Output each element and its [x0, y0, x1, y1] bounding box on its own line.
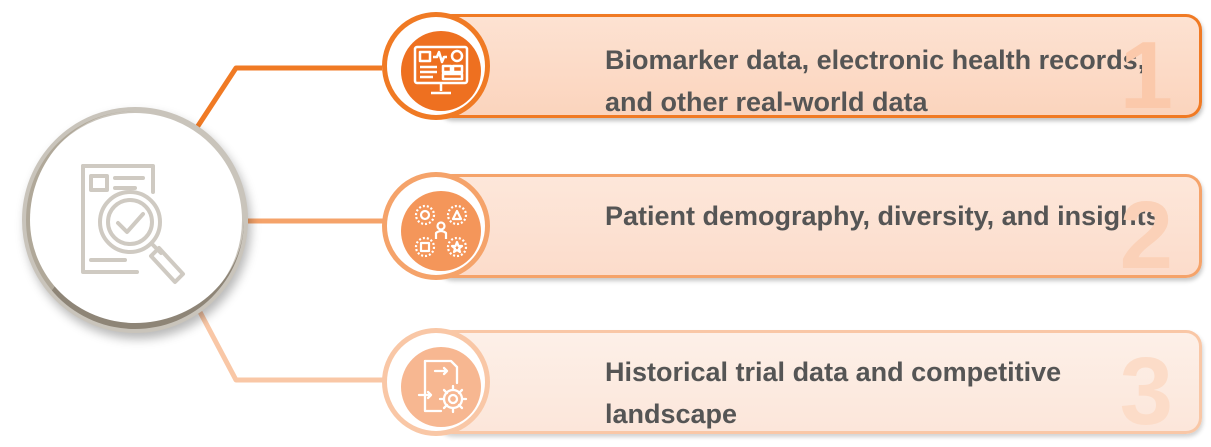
item-number-3: 3	[1119, 338, 1173, 445]
item-label-2: Patient demography, diversity, and insig…	[605, 201, 1161, 231]
list-item-3: Historical trial data and competitive la…	[370, 324, 1211, 445]
patient-diversity-icon	[414, 204, 468, 258]
list-item-1: Biomarker data, electronic health record…	[370, 8, 1211, 129]
monitor-health-records-icon	[413, 45, 469, 95]
central-hub	[22, 107, 248, 333]
banner-2: Patient demography, diversity, and insig…	[438, 174, 1202, 289]
item-number-2: 2	[1119, 182, 1173, 289]
document-magnifier-checkmark-icon	[81, 164, 185, 284]
item-label-1: Biomarker data, electronic health record…	[605, 45, 1146, 117]
badge-2	[382, 172, 490, 280]
item-label-3: Historical trial data and competitive la…	[605, 357, 1062, 429]
item-number-1: 1	[1119, 22, 1173, 129]
banner-1: Biomarker data, electronic health record…	[438, 14, 1202, 129]
badge-1	[382, 12, 490, 120]
list-item-2: Patient demography, diversity, and insig…	[370, 168, 1211, 289]
document-gear-icon	[417, 359, 468, 414]
connector-line-3	[197, 310, 384, 383]
badge-3	[382, 328, 490, 436]
connector-line-1	[191, 65, 382, 134]
banner-3: Historical trial data and competitive la…	[438, 330, 1202, 445]
